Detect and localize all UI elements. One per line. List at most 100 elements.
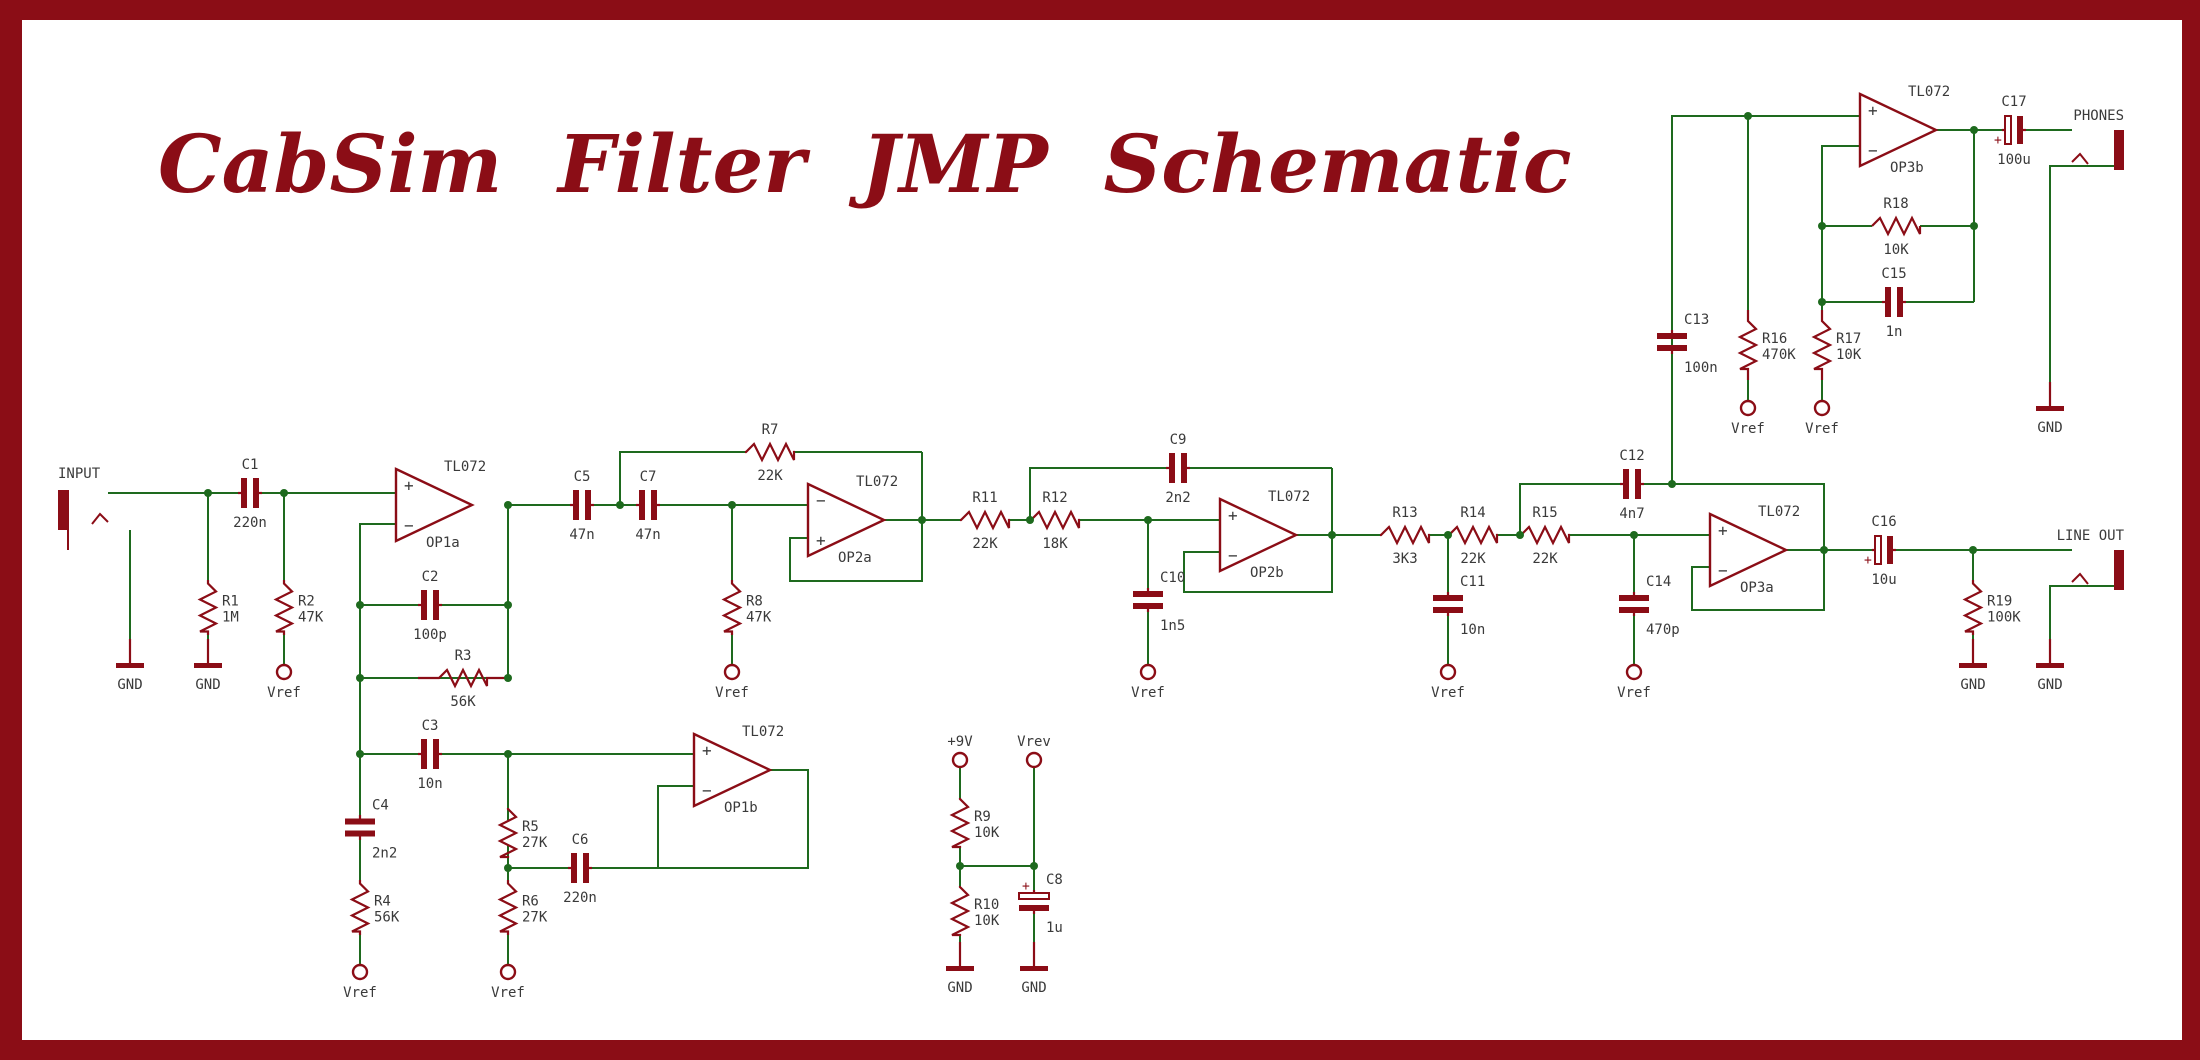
capacitor-ref: C16 xyxy=(1871,514,1896,530)
svg-text:+: + xyxy=(1022,879,1030,894)
ground-symbol: GND xyxy=(194,639,222,693)
capacitor-c10: C10 1n5 xyxy=(1133,570,1185,634)
junction xyxy=(280,489,288,497)
resistor-value: 22K xyxy=(1460,551,1486,567)
resistor-value: 56K xyxy=(374,910,400,926)
wire xyxy=(1519,483,1620,535)
wire xyxy=(2049,585,2124,665)
capacitor-ref: C3 xyxy=(422,718,439,734)
line_out-label: LINE OUT xyxy=(2057,528,2125,544)
wire xyxy=(619,451,745,505)
capacitor-value: 220n xyxy=(233,515,267,531)
phones-label: PHONES xyxy=(2073,108,2124,124)
svg-text:+: + xyxy=(1228,506,1238,525)
junction xyxy=(356,750,364,758)
resistor-value: 18K xyxy=(1042,536,1068,552)
ground-label: GND xyxy=(2037,420,2062,436)
svg-text:−: − xyxy=(1868,141,1878,160)
vref-terminal: Vref xyxy=(491,963,525,1001)
capacitor-value: 47n xyxy=(635,527,660,543)
resistor-value: 22K xyxy=(1532,551,1558,567)
opamp-part: TL072 xyxy=(1758,504,1800,520)
wire xyxy=(2049,165,2124,390)
resistor-ref: R14 xyxy=(1460,505,1485,521)
capacitor-c4: C4 2n2 xyxy=(345,798,397,862)
plus9v-label: +9V xyxy=(947,734,973,750)
vref-terminal: Vref xyxy=(1805,399,1839,437)
capacitor-ref: C12 xyxy=(1619,448,1644,464)
capacitor-ref: C7 xyxy=(640,469,657,485)
capacitor-value: 4n7 xyxy=(1619,506,1644,522)
vref-terminal: Vref xyxy=(1431,663,1465,701)
wire xyxy=(789,520,923,582)
resistor-ref: R17 xyxy=(1836,331,1861,347)
capacitor-value: 100u xyxy=(1997,152,2031,168)
ground-label: GND xyxy=(1021,980,1046,996)
svg-text:+: + xyxy=(816,531,826,550)
resistor-ref: R4 xyxy=(374,894,391,910)
ground-label: GND xyxy=(2037,677,2062,693)
junction xyxy=(918,516,926,524)
capacitor-ref: C5 xyxy=(574,469,591,485)
capacitor-value: 100n xyxy=(1684,360,1718,376)
phones-jack: PHONES xyxy=(2071,108,2124,170)
capacitor-value: 10u xyxy=(1871,572,1896,588)
resistor-value: 10K xyxy=(974,825,1000,841)
resistor-ref: R16 xyxy=(1762,331,1787,347)
capacitor-ref: C17 xyxy=(2001,94,2026,110)
wire xyxy=(658,769,809,869)
ground-symbol: GND xyxy=(1020,942,1048,996)
junction xyxy=(1970,222,1978,230)
capacitor-c5: C5 47n xyxy=(569,469,594,543)
resistor-value: 10K xyxy=(1883,242,1909,258)
capacitor-ref: C4 xyxy=(372,798,389,814)
junction xyxy=(1630,531,1638,539)
opamp-part: TL072 xyxy=(742,724,784,740)
input-jack: INPUT xyxy=(58,466,109,550)
ground-symbol: GND xyxy=(1959,639,1987,693)
capacitor-value: 1n5 xyxy=(1160,618,1185,634)
junction xyxy=(1030,862,1038,870)
wire xyxy=(1183,535,1333,593)
capacitor-value: 2n2 xyxy=(372,846,397,862)
junction xyxy=(1970,126,1978,134)
resistor-value: 27K xyxy=(522,910,548,926)
wire xyxy=(1644,483,1825,550)
resistor-ref: R8 xyxy=(746,594,763,610)
opamp-ref: OP1a xyxy=(426,535,460,551)
junction xyxy=(504,601,512,609)
resistor-ref: R9 xyxy=(974,809,991,825)
resistor-ref: R1 xyxy=(222,594,239,610)
capacitor-value: 47n xyxy=(569,527,594,543)
opamp-part: TL072 xyxy=(1908,84,1950,100)
resistor-value: 22K xyxy=(757,468,783,484)
wire xyxy=(1029,467,1166,520)
capacitor-ref: C10 xyxy=(1160,570,1185,586)
resistor-ref: R18 xyxy=(1883,196,1908,212)
ground-symbol: GND xyxy=(116,639,144,693)
resistor-ref: R12 xyxy=(1042,490,1067,506)
vref-label: Vref xyxy=(1131,685,1165,701)
resistor-value: 22K xyxy=(972,536,998,552)
junction xyxy=(616,501,624,509)
vref-terminal: Vref xyxy=(1617,663,1651,701)
resistor-ref: R19 xyxy=(1987,594,2012,610)
svg-text:+: + xyxy=(1868,101,1878,120)
capacitor-value: 1u xyxy=(1046,920,1063,936)
resistor-r18: R18 10K xyxy=(1871,196,1922,258)
